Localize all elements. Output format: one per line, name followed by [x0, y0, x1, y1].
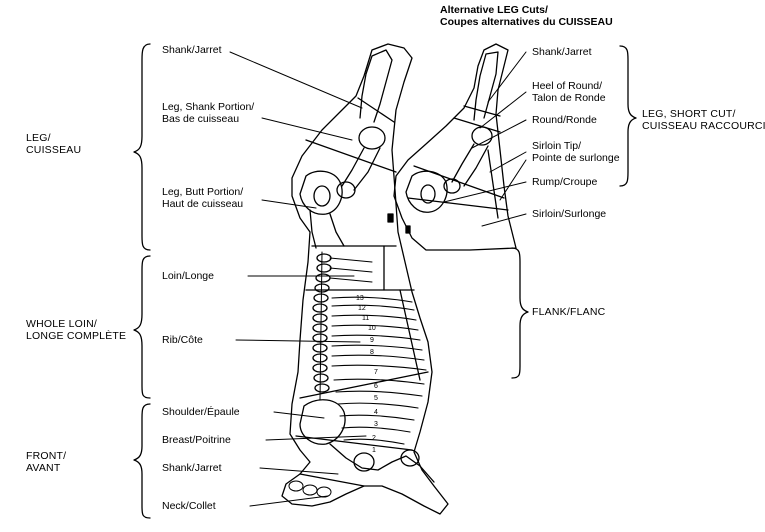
leader-shoulder: [273, 411, 325, 419]
cut-line-shank: [357, 97, 395, 123]
rib-number: 2: [372, 435, 376, 442]
carcass-outline: [281, 43, 449, 515]
pelvis-wing-main: [309, 209, 345, 249]
rib-number: 4: [374, 409, 378, 416]
brace-leg: [133, 43, 151, 251]
alt-cuts-title-line2: Coupes alternatives du CUISSEAU: [440, 16, 613, 28]
elbow-joint: [353, 452, 375, 472]
alt-leg-bone: [473, 51, 499, 121]
group-label-front: FRONT/ AVANT: [26, 450, 67, 474]
rib-number: 7: [374, 369, 378, 376]
leg-bone-main: [359, 49, 393, 123]
alt-pelvis: [405, 170, 448, 213]
rib-number-layer: 13 12 11 10 9 8 7 6 5 4 3 2 1: [356, 295, 378, 454]
leader-neck: [249, 495, 329, 507]
leader-sirloin: [481, 213, 527, 227]
label-leg-shank-portion: Leg, Shank Portion/ Bas de cuisseau: [162, 101, 255, 125]
neck-vertebrae: [288, 480, 332, 498]
alt-pelvis-hole: [420, 184, 436, 204]
ribs: [331, 296, 427, 445]
alt-cut-round: [413, 165, 505, 199]
leader-rump: [443, 181, 527, 203]
rib-number: 3: [374, 421, 378, 428]
label-leg-butt-portion: Leg, Butt Portion/ Haut de cuisseau: [162, 186, 244, 210]
alt-cut-heel: [453, 117, 501, 133]
leader-breast: [265, 435, 367, 441]
pelvis-hole-main: [313, 185, 331, 207]
femur-main: [341, 147, 381, 191]
spine: [312, 251, 332, 401]
leader-heel: [479, 91, 527, 129]
rib-number: 8: [370, 349, 374, 356]
knee-joint-main: [358, 126, 386, 150]
stamp-main: [387, 213, 394, 223]
group-label-whole-loin: WHOLE LOIN/ LONGE COMPLÈTE: [26, 318, 127, 342]
group-label-leg-short-cut: LEG, SHORT CUT/ CUISSEAU RACCOURCI: [642, 108, 765, 132]
rib-number: 11: [362, 315, 369, 322]
label-sirloin: Sirloin/Surlonge: [532, 208, 607, 220]
brace-whole-loin: [133, 255, 151, 399]
alt-leg-outline: [393, 43, 517, 251]
rib-number: 10: [368, 325, 376, 332]
rib-number: 12: [358, 305, 366, 312]
cut-line-leg-division: [305, 139, 397, 173]
leader-rib: [235, 339, 361, 343]
leader-alt-shank: [487, 51, 527, 103]
rib-number: 6: [374, 383, 378, 390]
alt-femur: [451, 143, 489, 187]
label-sirloin-tip: Sirloin Tip/ Pointe de surlonge: [532, 140, 620, 164]
femur-head-main: [336, 181, 356, 199]
label-breast: Breast/Poitrine: [162, 434, 231, 446]
rib-number: 9: [370, 337, 374, 344]
alt-cut-sirloin: [487, 149, 499, 219]
label-shank-top: Shank/Jarret: [162, 44, 222, 56]
cut-line-flank: [399, 289, 421, 381]
rib-number: 13: [356, 295, 364, 302]
brace-flank: [511, 247, 529, 379]
label-loin: Loin/Longe: [162, 270, 214, 282]
alt-cut-shank: [463, 105, 501, 117]
brace-front: [133, 403, 151, 519]
rib-number: 1: [372, 447, 376, 454]
label-neck: Neck/Collet: [162, 500, 216, 512]
label-rib: Rib/Côte: [162, 334, 203, 346]
cut-line-shank-neck: [299, 473, 365, 487]
group-label-leg: LEG/ CUISSEAU: [26, 132, 82, 156]
stamp-alt: [405, 225, 411, 234]
alt-cut-rump: [407, 197, 509, 211]
leader-sirloin-to-rump: [499, 159, 527, 201]
label-alt-shank: Shank/Jarret: [532, 46, 592, 58]
leader-sirloin-tip: [489, 151, 527, 173]
brace-leg-short-cut: [619, 45, 637, 187]
leader-leg-shank-portion: [261, 117, 353, 141]
label-rump: Rump/Croupe: [532, 176, 598, 188]
label-shoulder: Shoulder/Épaule: [162, 406, 240, 418]
label-round: Round/Ronde: [532, 114, 597, 126]
foreleg-bone: [329, 443, 435, 483]
alt-cuts-title-line1: Alternative LEG Cuts/: [440, 4, 548, 16]
rib-number: 5: [374, 395, 378, 402]
leader-shank-bottom: [259, 467, 339, 475]
leader-round: [471, 119, 527, 149]
group-label-flank: FLANK/FLANC: [532, 306, 606, 318]
leader-leg-butt-portion: [261, 199, 317, 209]
loin-processes: [329, 257, 373, 283]
label-shank-bottom: Shank/Jarret: [162, 462, 222, 474]
leader-shank-top: [229, 51, 363, 109]
label-heel-of-round: Heel of Round/ Talon de Ronde: [532, 80, 606, 104]
pelvis-main: [299, 170, 343, 215]
cut-line-rib-shoulder: [299, 371, 429, 399]
